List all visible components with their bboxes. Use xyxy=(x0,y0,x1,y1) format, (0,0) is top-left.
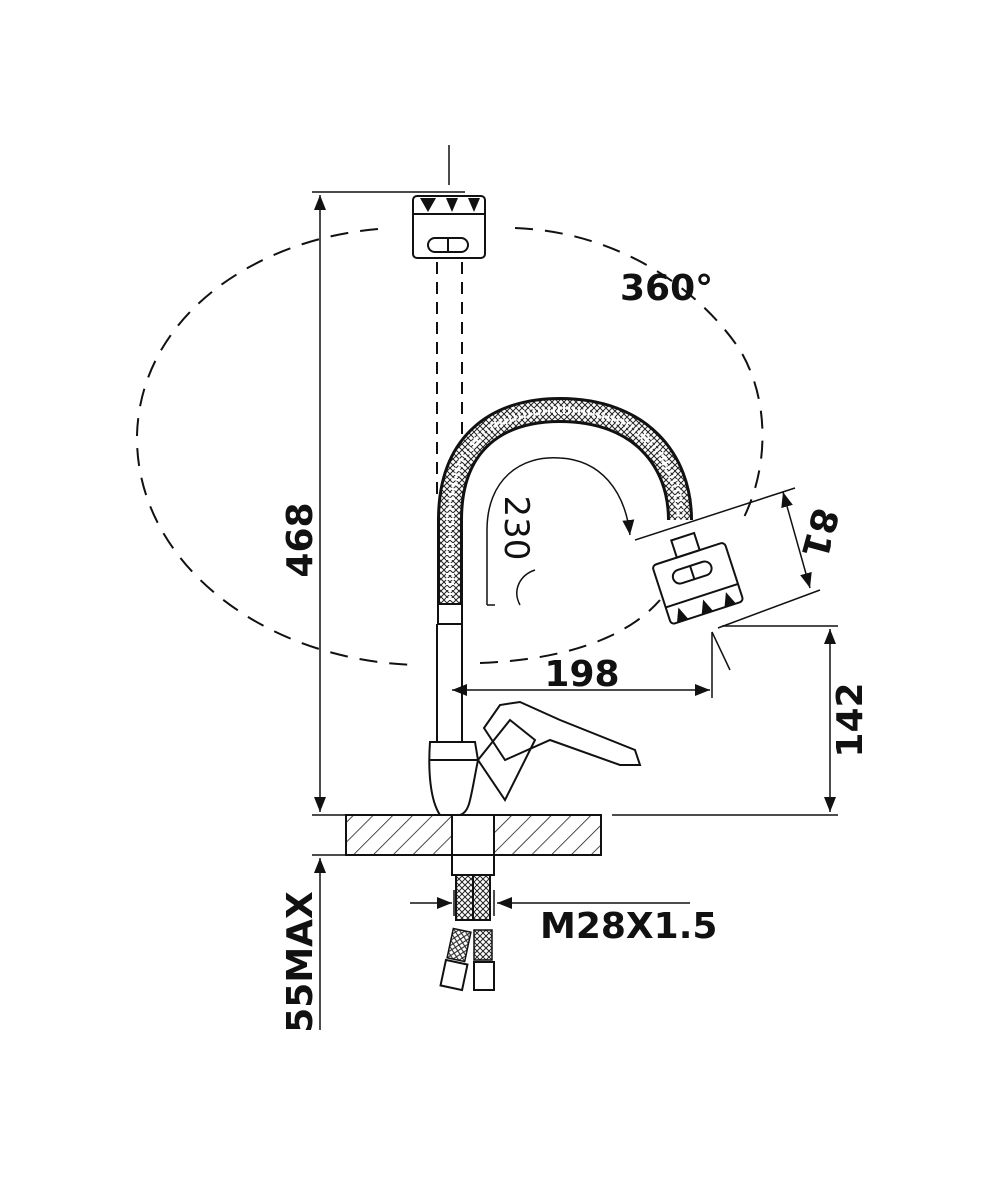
lever-handle xyxy=(476,700,642,802)
dim-height-total-label: 468 xyxy=(280,502,321,577)
dim-mount-depth-label: 55MAX xyxy=(280,891,321,1033)
countertop xyxy=(345,814,602,856)
top-aerator xyxy=(412,195,486,259)
dim-aerator-label: 81 xyxy=(793,503,846,562)
dim-spout-height-label: 142 xyxy=(830,682,871,757)
flexible-hose xyxy=(437,396,693,625)
end-aerator xyxy=(652,531,744,625)
spout-body xyxy=(428,624,480,816)
rotation-label: 360° xyxy=(620,268,713,309)
dim-height-total: 468 xyxy=(280,191,465,816)
dim-thread-label: M28X1.5 xyxy=(540,906,717,947)
dim-bend-radius: 230 xyxy=(486,457,635,606)
dim-spout-height: 142 xyxy=(612,625,871,816)
dim-thread: M28X1.5 xyxy=(410,890,717,947)
dim-bend-radius-label: 230 xyxy=(496,496,536,561)
rotation-ellipse xyxy=(135,227,764,666)
dim-reach-label: 198 xyxy=(544,654,619,695)
dim-reach: 198 xyxy=(452,631,731,698)
mounting-assembly xyxy=(439,854,495,992)
dim-mount-depth: 55MAX xyxy=(280,854,345,1033)
